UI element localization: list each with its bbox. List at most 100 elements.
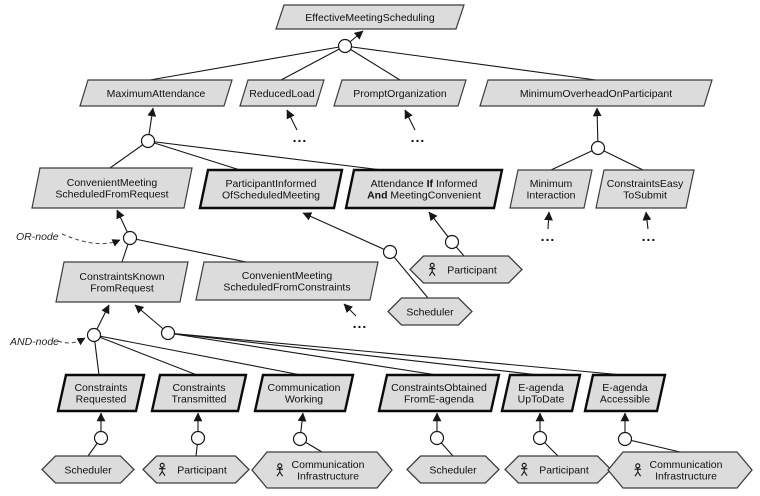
ellipsis-arrow-edge (642, 211, 652, 230)
node-label: Requested (76, 394, 127, 406)
node-label: MaximumAttendance (107, 88, 206, 100)
node-label: Infrastructure (655, 471, 717, 483)
agent-hexagon-shape (387, 297, 473, 326)
node-label: E-agenda (518, 382, 564, 394)
node-label: PromptOrganization (353, 88, 447, 100)
person-icon (520, 467, 528, 477)
goal-parallelogram-shape (55, 261, 189, 303)
refinement-node-circle (86, 327, 102, 343)
agent-node-scheduler-3: Scheduler (406, 455, 500, 484)
ellipsis-arrow-edge (343, 303, 357, 317)
refinement-node-circle (337, 38, 353, 54)
diagram-edge (344, 45, 597, 81)
annotation-pointer-arrow (61, 233, 121, 247)
refinement-node-circle (140, 133, 156, 149)
node-label: Participant (539, 464, 589, 476)
goal-parallelogram-shape (198, 168, 344, 210)
node-label: ScheduledFromRequest (55, 189, 168, 201)
diagram-edge (149, 45, 346, 81)
goal-parallelogram-shape (333, 79, 467, 107)
agent-hexagon-shape (41, 455, 135, 484)
goal-node-reduced-load: ReducedLoad (239, 79, 325, 107)
goal-parallelogram-shape (500, 373, 582, 413)
goal-parallelogram-shape (344, 168, 504, 210)
diagram-edge (167, 332, 624, 376)
goal-parallelogram-shape (239, 79, 325, 107)
person-icon (428, 267, 436, 277)
goal-node-convenient-meeting-scheduled-from-constraints: ConvenientMeetingScheduledFromConstraint… (195, 261, 379, 301)
node-label: Infrastructure (297, 471, 359, 483)
goal-parallelogram-shape (479, 79, 713, 107)
more-subgoals-ellipsis: ... (293, 129, 308, 145)
more-subgoals-ellipsis: ... (411, 129, 426, 145)
agent-hexagon-shape (251, 451, 393, 489)
diagram-edge (280, 45, 346, 81)
goal-node-minimum-overhead-on-participant: MinimumOverheadOnParticipant (479, 79, 713, 107)
node-label: FromE-agenda (404, 394, 474, 406)
diagram-edge (109, 140, 149, 169)
refinement-node-circle (444, 234, 460, 250)
person-icon (276, 467, 284, 477)
diagram-edge (93, 334, 302, 376)
node-label: Scheduler (406, 306, 454, 318)
node-label: Constraints (74, 382, 127, 394)
node-label: Accessible (600, 394, 650, 406)
agent-hexagon-shape (607, 451, 753, 489)
agent-node-scheduler-2: Scheduler (41, 455, 135, 484)
more-subgoals-ellipsis: ... (642, 228, 657, 244)
goal-parallelogram-shape (583, 373, 667, 413)
node-label: ParticipantInformed (225, 178, 316, 190)
agent-node-scheduler-1: Scheduler (387, 297, 473, 326)
refinement-node-circle (532, 430, 548, 446)
refinement-node-circle (292, 431, 308, 447)
more-subgoals-ellipsis: ... (353, 315, 368, 331)
node-label: Scheduler (429, 464, 477, 476)
node-label: Minimum (530, 178, 573, 190)
goal-parallelogram-shape (79, 79, 233, 107)
goal-parallelogram-shape (595, 169, 695, 209)
person-icon (634, 467, 642, 477)
refinement-arrow-edge (302, 212, 391, 253)
goal-parallelogram-shape (253, 373, 355, 413)
node-label: UpToDate (518, 394, 565, 406)
refinement-node-circle (93, 430, 109, 446)
agent-hexagon-shape (409, 255, 523, 284)
node-label: Attendance If Informed (371, 178, 478, 190)
refinement-circles-layer (86, 38, 633, 447)
annotation-pointer-arrow (57, 337, 86, 346)
refinement-node-circle (190, 430, 206, 446)
node-label: ToSubmit (623, 190, 667, 202)
node-label: EffectiveMeetingScheduling (305, 12, 435, 24)
refinement-node-circle (590, 140, 606, 156)
node-label: Working (285, 394, 323, 406)
refinement-node-circle (429, 430, 445, 446)
refinement-node-circle (160, 325, 176, 341)
agent-hexagon-shape (504, 455, 612, 484)
and-node-annotation: AND-node (9, 336, 59, 348)
diagram-edge (129, 237, 247, 263)
node-label: Transmitted (171, 394, 226, 406)
nodes-layer: EffectiveMeetingSchedulingMaximumAttenda… (31, 4, 753, 489)
node-label: Scheduler (64, 464, 112, 476)
goal-parallelogram-shape (377, 373, 501, 413)
node-label: Constraints (172, 382, 225, 394)
node-label: ConstraintsKnown (79, 271, 164, 283)
node-label: ScheduledFromConstraints (223, 282, 350, 294)
ellipsis-arrow-edge (544, 211, 553, 230)
node-label: Communication (268, 382, 341, 394)
more-subgoals-ellipsis: ... (541, 228, 556, 244)
node-label: FromRequest (90, 283, 154, 295)
agent-node-participant-3: Participant (504, 455, 612, 484)
goal-node-effective-meeting-scheduling: EffectiveMeetingScheduling (275, 4, 465, 30)
